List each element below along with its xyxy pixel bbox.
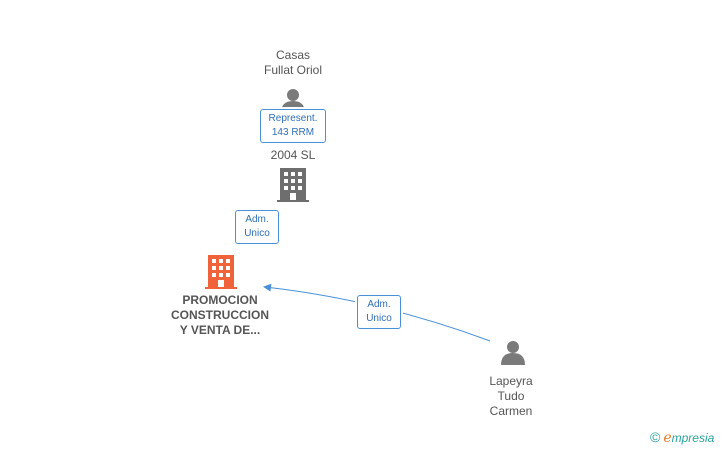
casas-fullat-line2: Fullat Oriol <box>263 63 322 77</box>
casas-fullat-line1: Casas <box>275 48 310 62</box>
adm-unico-2-line2: Unico <box>366 313 392 324</box>
node-company-2004-label: 2004 SL <box>243 148 343 163</box>
promocion-line2: CONSTRUCCION <box>171 308 269 322</box>
node-promocion-label[interactable]: PROMOCION CONSTRUCCION Y VENTA DE... <box>160 293 280 338</box>
building-icon-highlight[interactable] <box>205 255 237 289</box>
relation-adm-unico-badge-2[interactable]: Adm. Unico <box>357 295 401 329</box>
brand-e-letter: e <box>663 430 672 446</box>
building-icon[interactable] <box>277 168 309 202</box>
adm-unico-2-line1: Adm. <box>367 299 391 310</box>
relation-represent-badge[interactable]: Represent. 143 RRM <box>260 109 326 143</box>
represent-line1: Represent. <box>268 113 318 124</box>
node-lapeyra-label: Lapeyra Tudo Carmen <box>461 374 561 419</box>
adm-unico-1-line2: Unico <box>244 228 270 239</box>
adm-unico-1-line1: Adm. <box>245 214 269 225</box>
lapeyra-line3: Carmen <box>489 404 533 418</box>
promocion-line3: Y VENTA DE... <box>179 323 261 337</box>
relation-adm-unico-badge-1[interactable]: Adm. Unico <box>235 210 279 244</box>
company-2004-name: 2004 SL <box>270 148 316 162</box>
lapeyra-line1: Lapeyra <box>489 374 533 388</box>
represent-line2: 143 RRM <box>271 127 315 138</box>
lapeyra-line2: Tudo <box>497 389 525 403</box>
promocion-line1: PROMOCION <box>182 293 258 307</box>
node-casas-fullat-label: Casas Fullat Oriol <box>243 48 343 78</box>
copyright-symbol: © <box>650 429 661 445</box>
empresia-brand[interactable]: ©empresia <box>650 429 714 446</box>
brand-name-rest: mpresia <box>671 431 715 445</box>
person-icon[interactable] <box>500 340 526 366</box>
